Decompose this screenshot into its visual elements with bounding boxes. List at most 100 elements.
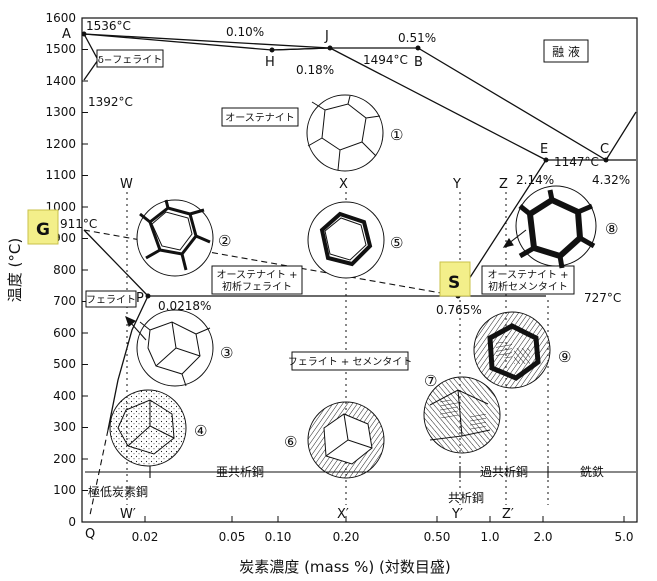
y-tick: 1300 xyxy=(45,105,76,119)
region-ferrite-cementite: フェライト + セメンタイト xyxy=(288,356,413,368)
region-austenite: オーステナイト xyxy=(225,112,295,124)
region-aus-cementite-2: 初析セメンタイト xyxy=(488,280,568,293)
x-tick-marks xyxy=(144,516,625,522)
micro-9-pearlite-cementite xyxy=(473,311,551,389)
y-tick: 600 xyxy=(53,326,76,340)
region-aus-ferrite-1: オーステナイト + xyxy=(216,269,297,281)
austenite-box xyxy=(221,107,299,127)
label-1494: 1494°C xyxy=(363,53,408,67)
y-tick: 400 xyxy=(53,389,76,403)
y-tick: 1200 xyxy=(45,137,76,151)
x-tick: 5.0 xyxy=(614,530,633,544)
point-b: B xyxy=(414,55,423,70)
y-tick: 700 xyxy=(53,294,76,308)
point-e: E xyxy=(540,142,548,157)
x-tick: 0.50 xyxy=(424,530,451,544)
region-aus-cementite-1: オーステナイト + xyxy=(487,269,568,281)
x-tick: 1.0 xyxy=(480,530,499,544)
aus-cementite-box xyxy=(481,265,575,295)
y-tick: 900 xyxy=(53,231,76,245)
micro-label-3: ③ xyxy=(220,344,233,362)
region-liquid: 融 液 xyxy=(552,44,580,59)
micro-label-9: ⑨ xyxy=(558,348,571,366)
x-tick: 0.02 xyxy=(132,530,159,544)
arrows xyxy=(125,229,527,341)
micro-5-ferrite-austenite xyxy=(307,201,385,279)
y-axis-title: 温度 (°C) xyxy=(6,238,24,302)
micro-1-austenite xyxy=(306,94,384,172)
label-1392: 1392°C xyxy=(88,95,133,109)
micro-label-7: ⑦ xyxy=(424,372,437,390)
point-j: J xyxy=(324,29,329,44)
point-h: H xyxy=(265,55,275,70)
ferrite-cementite-box xyxy=(291,351,409,371)
micro-2-ferrite-austenite xyxy=(136,199,214,277)
y-tick: 0 xyxy=(68,515,76,529)
micro-4-ferrite-precip xyxy=(109,389,187,467)
micro-7-pearlite xyxy=(423,376,501,454)
point-w-prime: W′ xyxy=(120,507,136,522)
micro-label-8: ⑧ xyxy=(605,220,618,238)
point-y: Y xyxy=(452,177,461,192)
point-w: W xyxy=(120,177,133,192)
gp-line xyxy=(83,229,149,297)
y-tick: 500 xyxy=(53,357,76,371)
class-cast-iron: 銑鉄 xyxy=(580,464,604,479)
y-tick: 1500 xyxy=(45,42,76,56)
y-tick: 800 xyxy=(53,263,76,277)
label-018: 0.18% xyxy=(296,63,334,77)
point-c: C xyxy=(600,142,609,157)
label-00218: 0.0218% xyxy=(158,299,211,313)
label-051: 0.51% xyxy=(398,31,436,45)
y-tick: 1100 xyxy=(45,168,76,182)
class-eutectoid: 共析鋼 xyxy=(448,491,484,505)
label-727: 727°C xyxy=(584,291,621,305)
point-x-prime: X′ xyxy=(337,507,349,522)
x-axis-title: 炭素濃度 (mass %) (対数目盛) xyxy=(239,558,450,576)
label-1536: 1536°C xyxy=(86,19,131,33)
liquid-box xyxy=(543,39,589,63)
point-x: X xyxy=(339,177,348,192)
x-tick: 0.05 xyxy=(219,530,246,544)
label-1147: 1147°C xyxy=(554,155,599,169)
point-g: G xyxy=(36,220,50,240)
region-ferrite: フェライト xyxy=(86,294,136,306)
class-hypo: 亜共析鋼 xyxy=(216,465,264,479)
micro-label-6: ⑥ xyxy=(284,433,297,451)
micro-6-pearlite-ferrite xyxy=(307,401,385,479)
highlight-s xyxy=(439,261,471,297)
point-s: S xyxy=(448,273,460,293)
x-tick: 2.0 xyxy=(533,530,552,544)
y-tick: 300 xyxy=(53,420,76,434)
micro-8-cementite-network xyxy=(515,185,597,269)
delta-ferrite-box xyxy=(96,49,164,68)
y-tick-marks xyxy=(82,17,88,491)
label-0765: 0.765% xyxy=(436,303,482,317)
x-tick: 0.20 xyxy=(333,530,360,544)
y-tick: 1400 xyxy=(45,74,76,88)
y-tick: 100 xyxy=(53,483,76,497)
point-z-prime: Z′ xyxy=(502,507,514,522)
point-y-prime: Y′ xyxy=(451,507,463,522)
point-z: Z xyxy=(499,177,508,192)
label-432: 4.32% xyxy=(592,173,630,187)
ferrite-box xyxy=(85,290,137,308)
micro-label-4: ④ xyxy=(194,422,207,440)
region-aus-ferrite-2: 初析フェライト xyxy=(222,280,292,293)
class-very-low: 極低炭素鋼 xyxy=(88,484,148,499)
label-214: 2.14% xyxy=(516,173,554,187)
x-tick: 0.10 xyxy=(265,530,292,544)
label-010: 0.10% xyxy=(226,25,264,39)
label-911: 911°C xyxy=(60,217,97,231)
origin-label: Q xyxy=(85,527,95,542)
x-tick-labels: 0.02 0.05 0.10 0.20 0.50 1.0 2.0 5.0 xyxy=(132,530,634,544)
micro-label-5: ⑤ xyxy=(390,234,403,252)
aus-ferrite-box xyxy=(211,265,303,295)
y-tick: 1600 xyxy=(45,11,76,25)
point-a: A xyxy=(62,27,71,42)
micro-label-2: ② xyxy=(218,232,231,250)
class-hyper: 過共析鋼 xyxy=(480,465,528,479)
highlight-g xyxy=(27,209,59,245)
y-tick-labels: 1600 1500 1400 1300 1200 1100 1000 900 8… xyxy=(45,11,76,529)
